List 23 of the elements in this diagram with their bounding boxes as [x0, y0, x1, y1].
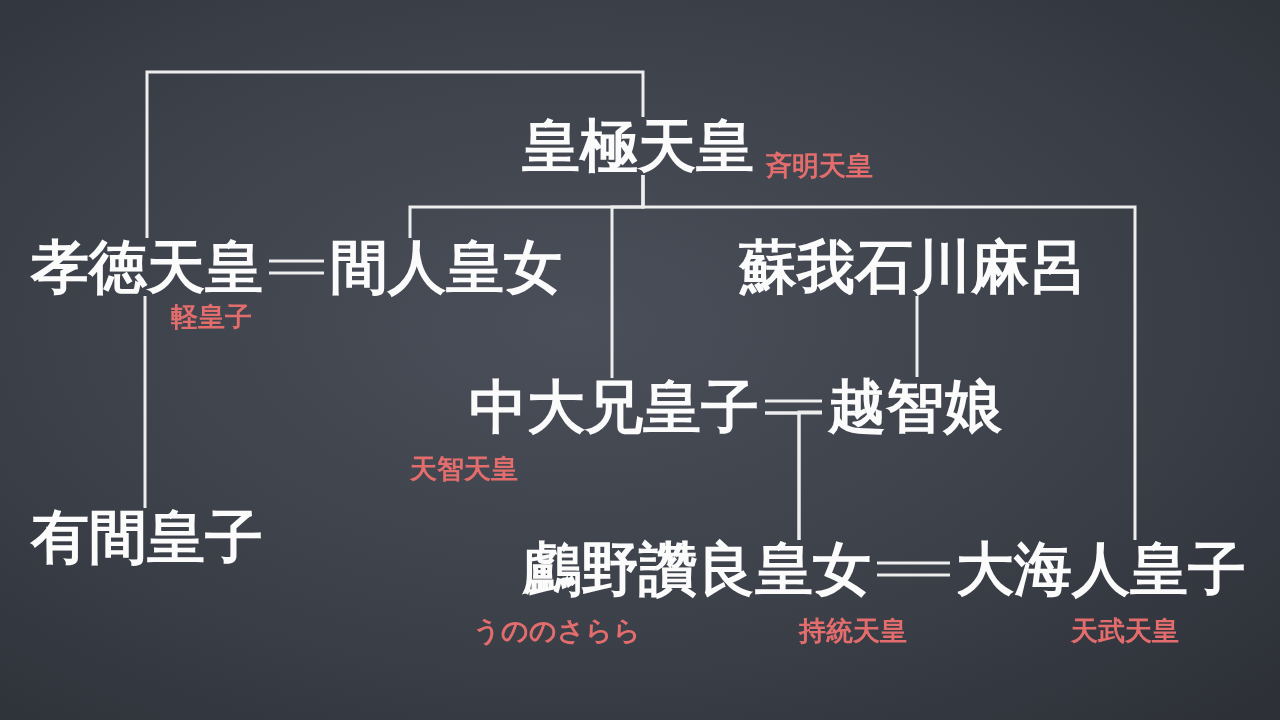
alias-label: うののさらら: [473, 617, 641, 644]
alias-label: 斉明天皇: [765, 152, 873, 179]
double-line: [875, 561, 952, 577]
person-name: 越智娘: [822, 377, 1008, 435]
double-line: [267, 259, 326, 275]
person-name: 中大兄皇子: [463, 378, 765, 436]
alias-label: 天武天皇: [1071, 617, 1179, 644]
person-name: 鸕野讚良皇女: [517, 540, 877, 598]
connector-line: [641, 175, 1137, 540]
connector-line: [797, 410, 822, 540]
alias-label: 軽皇子: [171, 303, 252, 330]
connector-line: [143, 296, 147, 508]
double-line: [763, 399, 824, 415]
person-name: 孝徳天皇: [25, 238, 269, 296]
connector-line: [915, 296, 919, 377]
alias-label: 持統天皇: [799, 617, 907, 644]
person-name: 蘇我石川麻呂: [733, 238, 1093, 296]
connector-line: [145, 70, 645, 238]
person-name: 間人皇女: [324, 238, 568, 296]
person-name: 大海人皇子: [950, 540, 1252, 598]
person-name: 有間皇子: [25, 508, 269, 566]
alias-label: 天智天皇: [410, 455, 518, 482]
person-name: 皇極天皇: [516, 117, 760, 175]
